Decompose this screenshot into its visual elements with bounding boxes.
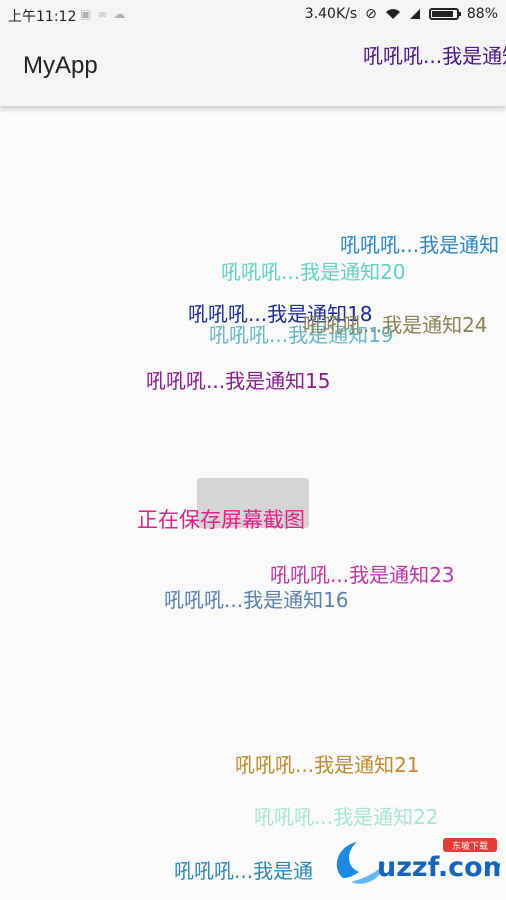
cloud-icon: ☁ <box>113 7 126 21</box>
danmaku-item: 吼吼吼...我是通知16 <box>164 588 349 612</box>
app-bar: MyApp <box>0 30 506 106</box>
net-speed: 3.40K/s <box>304 6 358 22</box>
danmaku-item: 吼吼吼...我是通知18 <box>188 302 373 326</box>
app-title: MyApp <box>23 52 98 79</box>
danmaku-item: 吼吼吼...我是通知23 <box>270 563 455 587</box>
danmaku-item: 吼吼吼...我是通知22 <box>254 805 439 829</box>
status-bar: 上午11:12 ▣ ∞ ☁ 3.40K/s ⊘ 88% <box>0 0 506 30</box>
battery-icon <box>428 8 461 20</box>
danmaku-item: 吼吼吼...我是通知 <box>363 44 506 68</box>
danmaku-item: 吼吼吼...我是通知24 <box>303 313 488 337</box>
status-time: 上午11:12 <box>8 9 77 25</box>
toast-background <box>197 478 309 528</box>
image-icon: ▣ <box>80 7 92 21</box>
danmaku-item: 吼吼吼...我是通知20 <box>221 260 406 284</box>
wifi-icon <box>385 9 400 19</box>
status-left-icons: ▣ ∞ ☁ <box>80 7 125 21</box>
sim-icon <box>409 9 420 19</box>
screenshot-toast: 正在保存屏幕截图 <box>137 508 305 532</box>
watermark-text: uzzf.com <box>377 852 500 883</box>
watermark-badge: 东坡下载 <box>452 840 488 852</box>
battery-level <box>431 11 454 17</box>
danmaku-item: 吼吼吼...我是通 <box>174 859 314 883</box>
danmaku-item: 吼吼吼...我是通知15 <box>146 369 331 393</box>
battery-percent: 88% <box>466 6 498 22</box>
danmaku-item: 吼吼吼...我是通知 <box>340 233 500 257</box>
status-right: 3.40K/s ⊘ 88% <box>305 6 498 22</box>
danmaku-item: 吼吼吼...我是通知19 <box>209 323 394 347</box>
loop-icon: ∞ <box>97 7 108 21</box>
uzzf-watermark-logo: uzzf.com 东坡下载 <box>336 838 500 884</box>
danmaku-item: 吼吼吼...我是通知21 <box>235 753 420 777</box>
vibrate-off-icon: ⊘ <box>365 6 377 22</box>
